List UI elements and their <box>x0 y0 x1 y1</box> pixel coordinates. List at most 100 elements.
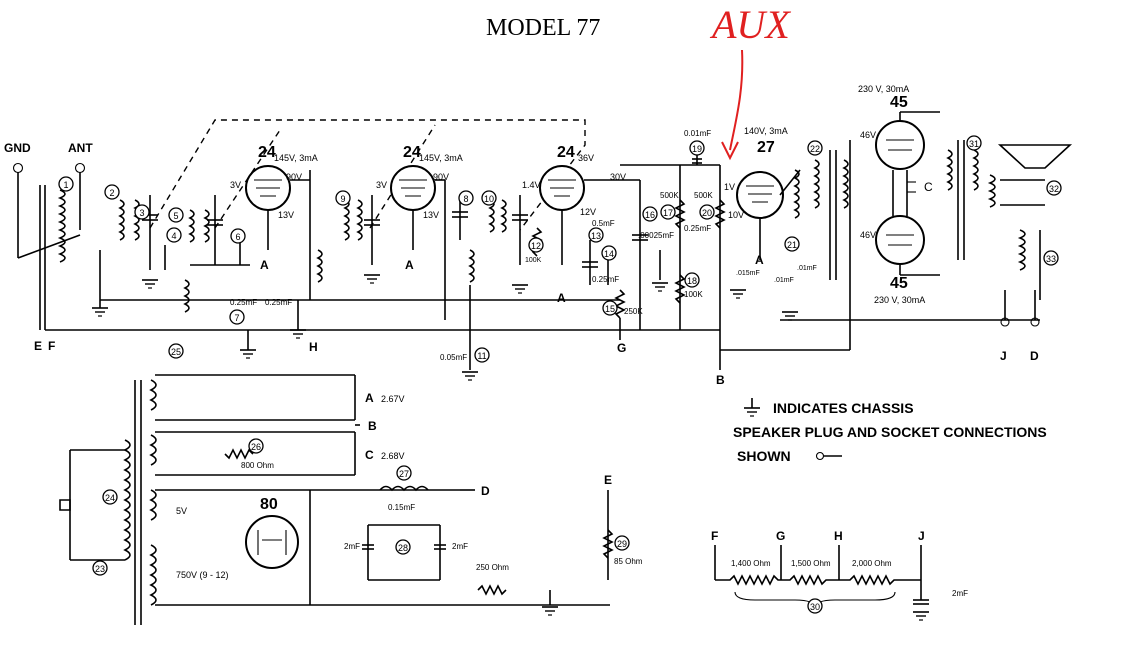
callout-28: 28 <box>395 539 411 555</box>
power-c-volt: 2.68V <box>381 451 405 461</box>
callout-8: 8 <box>458 190 474 206</box>
tube4-rating: 140V, 3mA <box>744 126 788 136</box>
svg-text:30: 30 <box>810 602 820 612</box>
callout-21: 21 <box>784 236 800 252</box>
e-terminal-label: E <box>34 339 42 353</box>
tube6-rating: 230 V, 30mA <box>874 295 925 305</box>
tube-80-rectifier <box>245 515 299 569</box>
callout-6: 6 <box>230 228 246 244</box>
svg-text:3: 3 <box>139 208 144 218</box>
b-terminal-label: B <box>716 373 725 387</box>
tube7-type: 80 <box>260 496 278 513</box>
tube3-cathode: 12V <box>580 207 596 217</box>
c21c-value: .01mF <box>797 265 817 272</box>
legend-speaker: SPEAKER PLUG AND SOCKET CONNECTIONS <box>733 424 1047 440</box>
gnd-terminal <box>12 162 24 174</box>
svg-text:8: 8 <box>463 194 468 204</box>
power-a-volt: 2.67V <box>381 394 405 404</box>
callout-3: 3 <box>134 204 150 220</box>
divider-h-label: H <box>834 529 843 543</box>
callout-27: 27 <box>396 465 412 481</box>
divider-j-label: J <box>918 529 925 543</box>
c13-value: 0.5mF <box>592 219 615 228</box>
ant-terminal <box>74 162 86 174</box>
divider-g-label: G <box>776 529 785 543</box>
tube3-rating: 36V <box>578 153 594 163</box>
tube2-rating: 145V, 3mA <box>419 153 463 163</box>
svg-text:18: 18 <box>687 276 697 286</box>
tube1-type: 24 <box>258 144 276 161</box>
callout-16: 16 <box>642 206 658 222</box>
aux-arrow-head <box>721 141 739 161</box>
diagram-title: MODEL 77 <box>486 15 600 41</box>
tube6-type: 45 <box>890 275 908 292</box>
tube4-cathode: 10V <box>728 210 744 220</box>
callout-20: 20 <box>699 204 715 220</box>
r12-value: 100K <box>525 257 542 264</box>
callout-26: 26 <box>248 438 264 454</box>
ant-label: ANT <box>68 141 93 155</box>
callout-1: 1 <box>58 176 74 192</box>
power-d-label: D <box>481 484 490 498</box>
h-terminal-label: H <box>309 340 318 354</box>
c2b-label: 2mF <box>452 542 468 551</box>
callout-4: 4 <box>166 227 182 243</box>
svg-text:31: 31 <box>969 139 979 149</box>
tube3-grid: 1.4V <box>522 180 541 190</box>
callout-9: 9 <box>335 190 351 206</box>
tube1-grid: 3V <box>230 180 241 190</box>
power-a-label: A <box>365 391 374 405</box>
c015-label: 0.15mF <box>388 503 415 512</box>
svg-text:14: 14 <box>604 249 614 259</box>
svg-text:29: 29 <box>617 539 627 549</box>
power-c-label: C <box>365 448 374 462</box>
j-terminal-label: J <box>1000 349 1007 363</box>
callout-5: 5 <box>168 207 184 223</box>
divider-r2: 1,500 Ohm <box>791 559 831 568</box>
v5-label: 5V <box>176 506 187 516</box>
callout-14: 14 <box>601 245 617 261</box>
c16-value: .00025mF <box>638 231 674 240</box>
callout-23: 23 <box>92 560 108 576</box>
svg-text:15: 15 <box>605 304 615 314</box>
power-b-label: B <box>368 419 377 433</box>
tube3-filament: A <box>557 291 566 305</box>
callout-11: 11 <box>474 347 490 363</box>
legend-shown: SHOWN <box>737 448 791 464</box>
r15-value: 250K <box>624 307 643 316</box>
callout-15: 15 <box>602 300 618 316</box>
svg-text:6: 6 <box>235 232 240 242</box>
c21a-value: .015mF <box>736 270 760 277</box>
tube2-type: 24 <box>403 144 421 161</box>
aux-annotation: AUX <box>709 2 791 47</box>
svg-text:4: 4 <box>171 231 176 241</box>
c19-value: 0.01mF <box>684 129 711 138</box>
c11-value: 0.05mF <box>440 353 467 362</box>
svg-text:11: 11 <box>477 351 486 361</box>
tube4-grid: 1V <box>724 182 735 192</box>
svg-text:24: 24 <box>105 493 115 503</box>
legend-chassis: INDICATES CHASSIS <box>773 400 914 416</box>
c7a-value: 0.25mF <box>230 298 257 307</box>
tube5-type: 45 <box>890 94 908 111</box>
svg-text:20: 20 <box>702 208 712 218</box>
callout-31: 31 <box>966 135 982 151</box>
callout-13: 13 <box>588 227 604 243</box>
svg-text:27: 27 <box>399 469 409 479</box>
callout-30: 30 <box>807 598 823 614</box>
callout-18: 18 <box>684 272 700 288</box>
svg-text:10: 10 <box>484 194 494 204</box>
svg-text:21: 21 <box>787 240 797 250</box>
svg-text:7: 7 <box>234 313 239 323</box>
tube5-rating: 230 V, 30mA <box>858 84 909 94</box>
svg-text:26: 26 <box>251 442 261 452</box>
r85-label: 85 Ohm <box>614 557 643 566</box>
tube2-plate: 90V <box>433 172 449 182</box>
callout-10: 10 <box>481 190 497 206</box>
r18-value: 100K <box>684 290 703 299</box>
divider-c28: 2mF <box>952 589 968 598</box>
svg-text:32: 32 <box>1049 184 1059 194</box>
callout-22: 22 <box>807 140 823 156</box>
gnd-label: GND <box>4 141 31 155</box>
tube2-cathode: 13V <box>423 210 439 220</box>
